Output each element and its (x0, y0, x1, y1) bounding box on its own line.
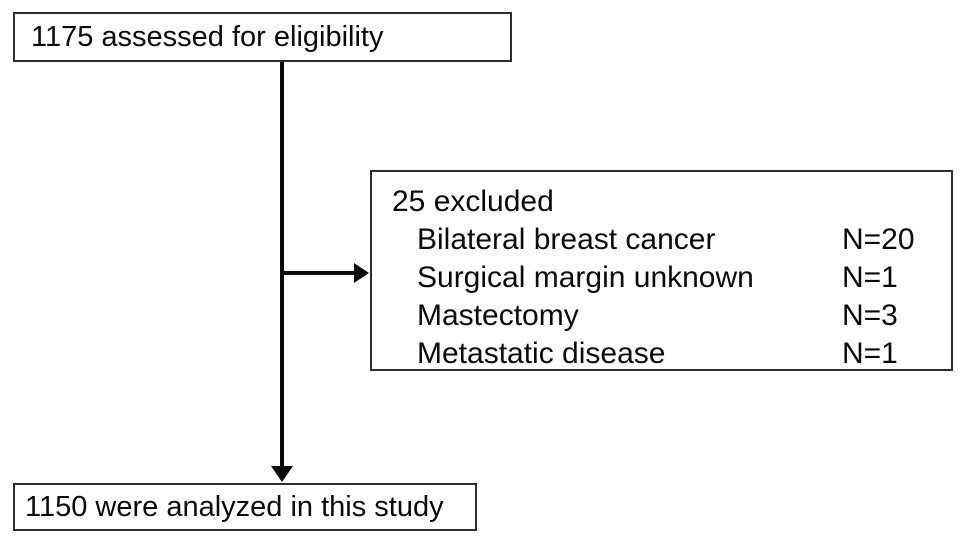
assessed-box: 1175 assessed for eligibility (13, 12, 512, 62)
excluded-box: 25 excluded Bilateral breast cancer N=20… (370, 170, 953, 371)
excluded-item-label: Bilateral breast cancer (417, 223, 716, 256)
excluded-item-label: Surgical margin unknown (417, 261, 754, 294)
arrow-down-icon (271, 466, 293, 482)
excluded-item-count: N=20 (842, 223, 915, 256)
analyzed-box: 1150 were analyzed in this study (13, 483, 477, 531)
arrow-right-icon (354, 263, 369, 283)
analyzed-label: 1150 were analyzed in this study (25, 490, 444, 523)
excluded-item-count: N=1 (842, 261, 898, 294)
excluded-item-row: Bilateral breast cancer N=20 (392, 221, 951, 259)
excluded-item-label: Mastectomy (417, 299, 579, 332)
excluded-item-row: Metastatic disease N=1 (392, 335, 951, 373)
excluded-item-label: Metastatic disease (417, 337, 666, 370)
flow-line-branch (280, 271, 354, 275)
excluded-title: 25 excluded (392, 185, 554, 218)
excluded-item-count: N=1 (842, 337, 898, 370)
flow-line-vertical (280, 62, 284, 466)
excluded-item-row: Surgical margin unknown N=1 (392, 259, 951, 297)
excluded-item-count: N=3 (842, 299, 898, 332)
assessed-label: 1175 assessed for eligibility (31, 20, 384, 53)
excluded-item-row: Mastectomy N=3 (392, 297, 951, 335)
